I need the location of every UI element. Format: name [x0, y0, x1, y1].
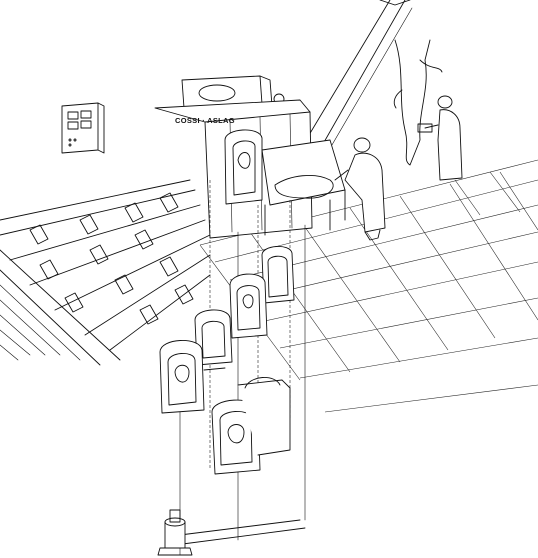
cabin-4: [159, 340, 226, 414]
machine-label: COSSI · ASLAG: [175, 116, 235, 125]
conveyor-rails: [0, 179, 211, 366]
machine-housing: COSSI · ASLAG: [154, 75, 346, 239]
cabin-3: [194, 309, 233, 366]
overhead-conveyor: [299, 0, 443, 166]
worker-back: [417, 95, 463, 181]
cabin-5: [211, 377, 291, 475]
pump-unit: [157, 509, 306, 556]
cabin-2: [229, 273, 268, 339]
control-panel: [61, 102, 105, 154]
worker-front: [334, 137, 386, 241]
cabin-1: [261, 246, 295, 304]
